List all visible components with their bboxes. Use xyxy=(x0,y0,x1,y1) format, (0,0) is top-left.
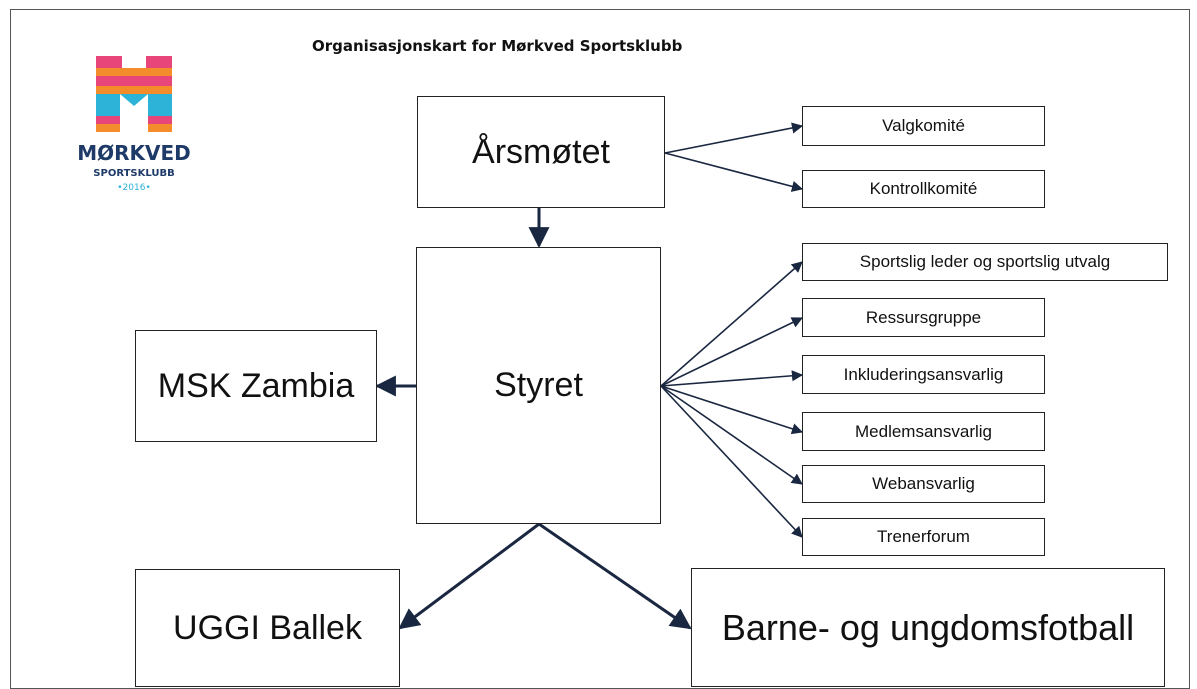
node-valgkomite: Valgkomité xyxy=(802,106,1045,146)
node-msk-zambia-label: MSK Zambia xyxy=(157,366,355,405)
chart-title: Organisasjonskart for Mørkved Sportsklub… xyxy=(312,37,683,55)
arrow-to-barne xyxy=(538,522,692,630)
node-webansvarlig: Webansvarlig xyxy=(802,465,1045,503)
node-ressursgruppe: Ressursgruppe xyxy=(802,298,1045,337)
logo-graphic: MØRKVED SPORTSKLUBB •2016• xyxy=(77,56,191,193)
node-inkludering: Inkluderingsansvarlig xyxy=(802,355,1045,394)
node-inkludering-label: Inkluderingsansvarlig xyxy=(843,364,1004,384)
node-arsmotet-label: Årsmøtet xyxy=(472,132,610,171)
arrow-to-inkludering xyxy=(660,370,804,387)
node-kontrollkomite-label: Kontrollkomité xyxy=(869,179,978,198)
arrow-to-valgkomite xyxy=(664,122,804,154)
node-uggi-ballek: UGGI Ballek xyxy=(135,569,400,687)
logo-year: •2016• xyxy=(117,183,151,193)
arrow-to-web xyxy=(660,385,803,485)
arrow-to-kontrollkomite xyxy=(664,152,804,192)
arrow-to-uggi xyxy=(398,522,540,630)
node-styret: Styret xyxy=(416,247,661,524)
node-kontrollkomite: Kontrollkomité xyxy=(802,170,1045,208)
arrow-to-ressurs xyxy=(660,317,804,387)
node-web-label: Webansvarlig xyxy=(872,474,975,493)
node-valgkomite-label: Valgkomité xyxy=(882,116,965,135)
node-arsmotet: Årsmøtet xyxy=(417,96,665,208)
node-trenerforum: Trenerforum xyxy=(802,518,1045,556)
node-ressurs-label: Ressursgruppe xyxy=(865,307,982,327)
node-barne-label: Barne- og ungdomsfotball xyxy=(721,606,1135,648)
club-logo: MØRKVED SPORTSKLUBB •2016• xyxy=(58,56,208,206)
arrow-to-sportslig xyxy=(660,261,803,387)
node-msk-zambia: MSK Zambia xyxy=(135,330,377,442)
node-trener-label: Trenerforum xyxy=(877,527,970,546)
node-uggi-label: UGGI Ballek xyxy=(173,608,362,647)
arrow-to-medlem xyxy=(660,385,804,435)
arrow-to-trener xyxy=(660,385,803,538)
logo-sub: SPORTSKLUBB xyxy=(93,168,174,179)
logo-name: MØRKVED xyxy=(77,141,191,165)
node-sportslig: Sportslig leder og sportslig utvalg xyxy=(802,243,1168,281)
node-medlemsansvarlig: Medlemsansvarlig xyxy=(802,412,1045,451)
node-sportslig-label: Sportslig leder og sportslig utvalg xyxy=(859,252,1111,271)
node-barne-ungdomsfotball: Barne- og ungdomsfotball xyxy=(691,568,1165,687)
node-styret-label: Styret xyxy=(494,366,583,404)
node-medlem-label: Medlemsansvarlig xyxy=(855,421,992,441)
